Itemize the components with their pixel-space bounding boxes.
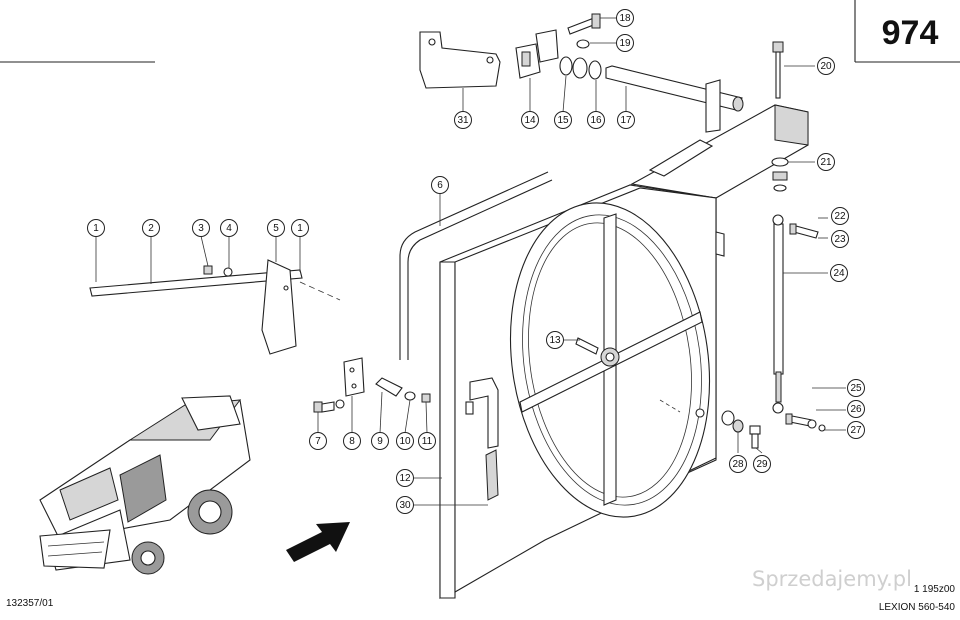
callout-8: 8: [343, 432, 361, 450]
callout-24: 24: [830, 264, 848, 282]
callout-label: 30: [399, 500, 411, 511]
callout-28: 28: [729, 455, 747, 473]
callout-2: 2: [142, 219, 160, 237]
callout-label: 18: [619, 13, 631, 24]
page-frame: [0, 0, 960, 63]
callout-1: 1: [87, 219, 105, 237]
callout-label: 14: [524, 115, 536, 126]
callout-label: 15: [557, 115, 569, 126]
callout-27: 27: [847, 421, 865, 439]
mounting-bracket: [419, 31, 501, 89]
callout-18: 18: [616, 9, 634, 27]
callout-11: 11: [418, 432, 436, 450]
direction-arrow: [286, 522, 350, 562]
rod-and-bracket: [89, 259, 341, 355]
combine-harvester-illustration: [39, 395, 251, 575]
callout-label: 29: [756, 459, 768, 470]
callout-19: 19: [616, 34, 634, 52]
callout-label: 24: [833, 268, 845, 279]
model-name: LEXION 560-540: [879, 602, 956, 613]
callout-29: 29: [753, 455, 771, 473]
callout-label: 7: [315, 436, 321, 447]
callout-label: 21: [820, 157, 832, 168]
callout-6: 6: [431, 176, 449, 194]
hub-pin: [575, 337, 599, 355]
strut-upper-bolt: [789, 223, 819, 239]
callout-13: 13: [546, 331, 564, 349]
callout-1: 1: [291, 219, 309, 237]
callout-22: 22: [831, 207, 849, 225]
drawing-code: 132357/01: [6, 598, 54, 609]
callout-label: 1: [297, 223, 303, 234]
top-bolts: [567, 13, 601, 49]
callout-label: 6: [437, 180, 443, 191]
callout-9: 9: [371, 432, 389, 450]
callout-25: 25: [847, 379, 865, 397]
callout-label: 20: [820, 61, 832, 72]
callout-label: 5: [273, 223, 279, 234]
revision-code: 1 195z00: [914, 584, 956, 595]
callout-14: 14: [521, 111, 539, 129]
nut-and-washer: [771, 157, 789, 192]
strut-lower-bolt: [785, 413, 826, 432]
callout-17: 17: [617, 111, 635, 129]
callout-label: 2: [148, 223, 154, 234]
callout-31: 31: [454, 111, 472, 129]
bushing-and-bolt: [721, 410, 761, 449]
latch-hardware: [313, 357, 431, 413]
callout-12: 12: [396, 469, 414, 487]
callout-label: 10: [399, 436, 411, 447]
rubber-seal-strip: [399, 171, 553, 360]
callout-label: 16: [590, 115, 602, 126]
callout-15: 15: [554, 111, 572, 129]
callout-label: 25: [850, 383, 862, 394]
callout-30: 30: [396, 496, 414, 514]
callout-5: 5: [267, 219, 285, 237]
callout-26: 26: [847, 400, 865, 418]
page-number: 974: [882, 14, 939, 52]
callout-16: 16: [587, 111, 605, 129]
gas-strut: [772, 214, 784, 414]
callout-label: 27: [850, 425, 862, 436]
callout-label: 3: [198, 223, 204, 234]
callout-20: 20: [817, 57, 835, 75]
bearing-clamp: [515, 29, 559, 79]
drive-shaft: [605, 65, 744, 133]
callout-7: 7: [309, 432, 327, 450]
callout-label: 31: [457, 115, 469, 126]
radiator-screen-frame: [439, 104, 809, 599]
callout-label: 13: [549, 335, 561, 346]
watermark: Sprzedajemy.pl: [752, 567, 912, 591]
callout-4: 4: [220, 219, 238, 237]
callout-label: 1: [93, 223, 99, 234]
callout-23: 23: [831, 230, 849, 248]
leader-lines: [95, 17, 846, 506]
long-bolt: [772, 41, 784, 99]
callout-label: 12: [399, 473, 411, 484]
callout-10: 10: [396, 432, 414, 450]
callout-21: 21: [817, 153, 835, 171]
callout-label: 17: [620, 115, 632, 126]
callout-label: 26: [850, 404, 862, 415]
callout-label: 8: [349, 436, 355, 447]
callout-3: 3: [192, 219, 210, 237]
callout-label: 11: [422, 436, 433, 447]
callout-label: 28: [732, 459, 744, 470]
callout-label: 9: [377, 436, 383, 447]
callout-label: 23: [834, 234, 846, 245]
callout-label: 19: [619, 38, 631, 49]
callout-label: 22: [834, 211, 846, 222]
callout-label: 4: [226, 223, 232, 234]
retaining-rings: [559, 56, 602, 80]
